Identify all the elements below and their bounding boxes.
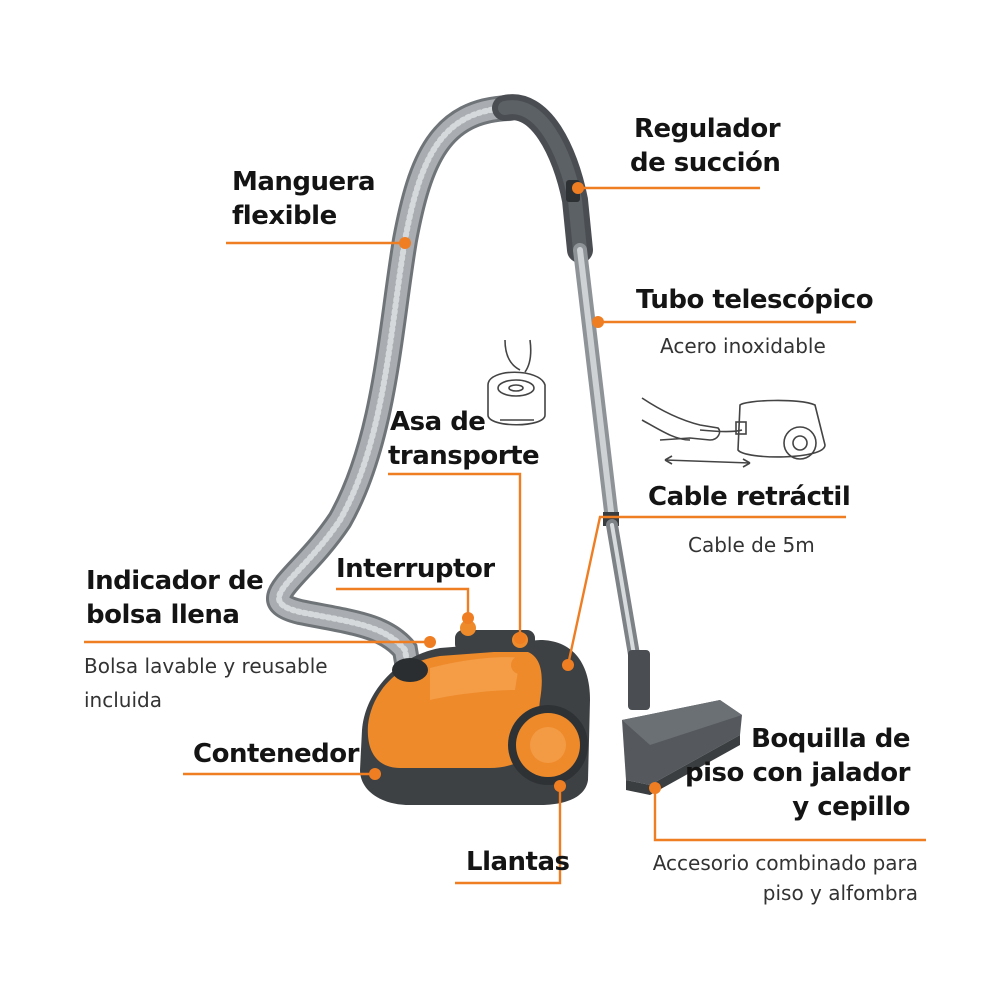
label-regulador-1: Regulador [634, 114, 781, 144]
floor-nozzle [622, 650, 742, 795]
vacuum-body [360, 620, 590, 805]
label-regulador-2: de succión [630, 148, 781, 178]
label-boquilla-3: y cepillo [792, 792, 910, 822]
flexible-hose [266, 95, 523, 693]
label-indicador-2: bolsa llena [86, 600, 240, 630]
carry-handle-illustration [487, 339, 546, 426]
label-asa-2: transporte [388, 441, 540, 471]
label-boquilla-sub-2: piso y alfombra [762, 881, 918, 905]
label-indicador-sub-1: Bolsa lavable y reusable [84, 654, 328, 678]
label-interruptor: Interruptor [336, 554, 495, 584]
label-indicador-1: Indicador de [86, 566, 264, 596]
label-indicador-sub-2: incluida [84, 688, 162, 712]
cable-retract-illustration [641, 397, 826, 468]
label-manguera-2: flexible [232, 201, 337, 231]
label-contenedor: Contenedor [193, 739, 359, 769]
label-boquilla-sub-1: Accesorio combinado para [652, 851, 918, 875]
label-boquilla-1: Boquilla de [751, 724, 910, 754]
label-manguera-1: Manguera [232, 167, 376, 197]
callout-dots [369, 182, 661, 794]
label-tubo: Tubo telescópico [636, 285, 874, 315]
label-cable: Cable retráctil [648, 482, 851, 512]
telescopic-tube [573, 243, 646, 696]
label-asa-1: Asa de [390, 407, 486, 437]
label-llantas: Llantas [466, 847, 570, 877]
label-tubo-sub: Acero inoxidable [660, 334, 826, 358]
handle-grip [492, 94, 593, 263]
label-cable-sub: Cable de 5m [688, 533, 815, 557]
callout-lines [84, 186, 926, 885]
label-boquilla-2: piso con jalador [685, 758, 910, 788]
